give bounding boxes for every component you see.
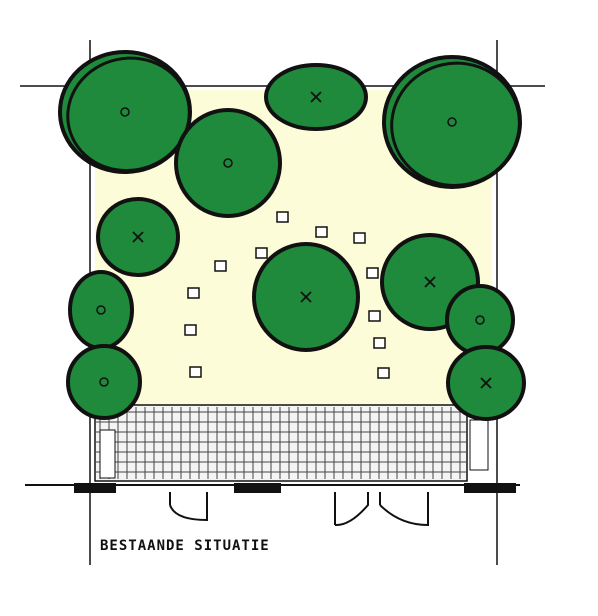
tree-left-upper xyxy=(96,197,180,277)
tree-icon xyxy=(174,108,282,218)
building-facade xyxy=(25,483,520,493)
tree-right-lower xyxy=(445,284,515,356)
tree-top-center xyxy=(264,63,368,131)
small-plant-icon xyxy=(368,310,381,322)
small-plant-icon xyxy=(214,260,227,272)
tree-icon xyxy=(445,284,515,356)
small-plant-icon xyxy=(366,267,379,279)
tree-icon xyxy=(68,270,134,350)
small-plant-icon xyxy=(315,226,328,238)
door-icon xyxy=(169,492,429,527)
small-plant-icon xyxy=(184,324,197,336)
tree-left-middle xyxy=(68,270,134,350)
drawing-caption: BESTAANDE SITUATIE xyxy=(100,538,270,554)
tree-right-bottom xyxy=(446,345,526,421)
small-plant-icon xyxy=(377,367,390,379)
tree-top-center-left xyxy=(174,108,282,218)
small-plant-icon xyxy=(255,247,268,259)
small-plants xyxy=(184,211,390,379)
small-plant-icon xyxy=(187,287,200,299)
tree-icon xyxy=(66,344,142,420)
small-plant-icon xyxy=(353,232,366,244)
tree-center xyxy=(252,242,360,352)
tree-top-left-large xyxy=(58,50,192,174)
tree-top-right-large xyxy=(382,55,522,189)
small-plant-icon xyxy=(189,366,202,378)
small-plant-icon xyxy=(373,337,386,349)
small-plant-icon xyxy=(276,211,289,223)
tree-left-lower xyxy=(66,344,142,420)
trees xyxy=(58,50,526,421)
paved-area xyxy=(94,404,489,482)
